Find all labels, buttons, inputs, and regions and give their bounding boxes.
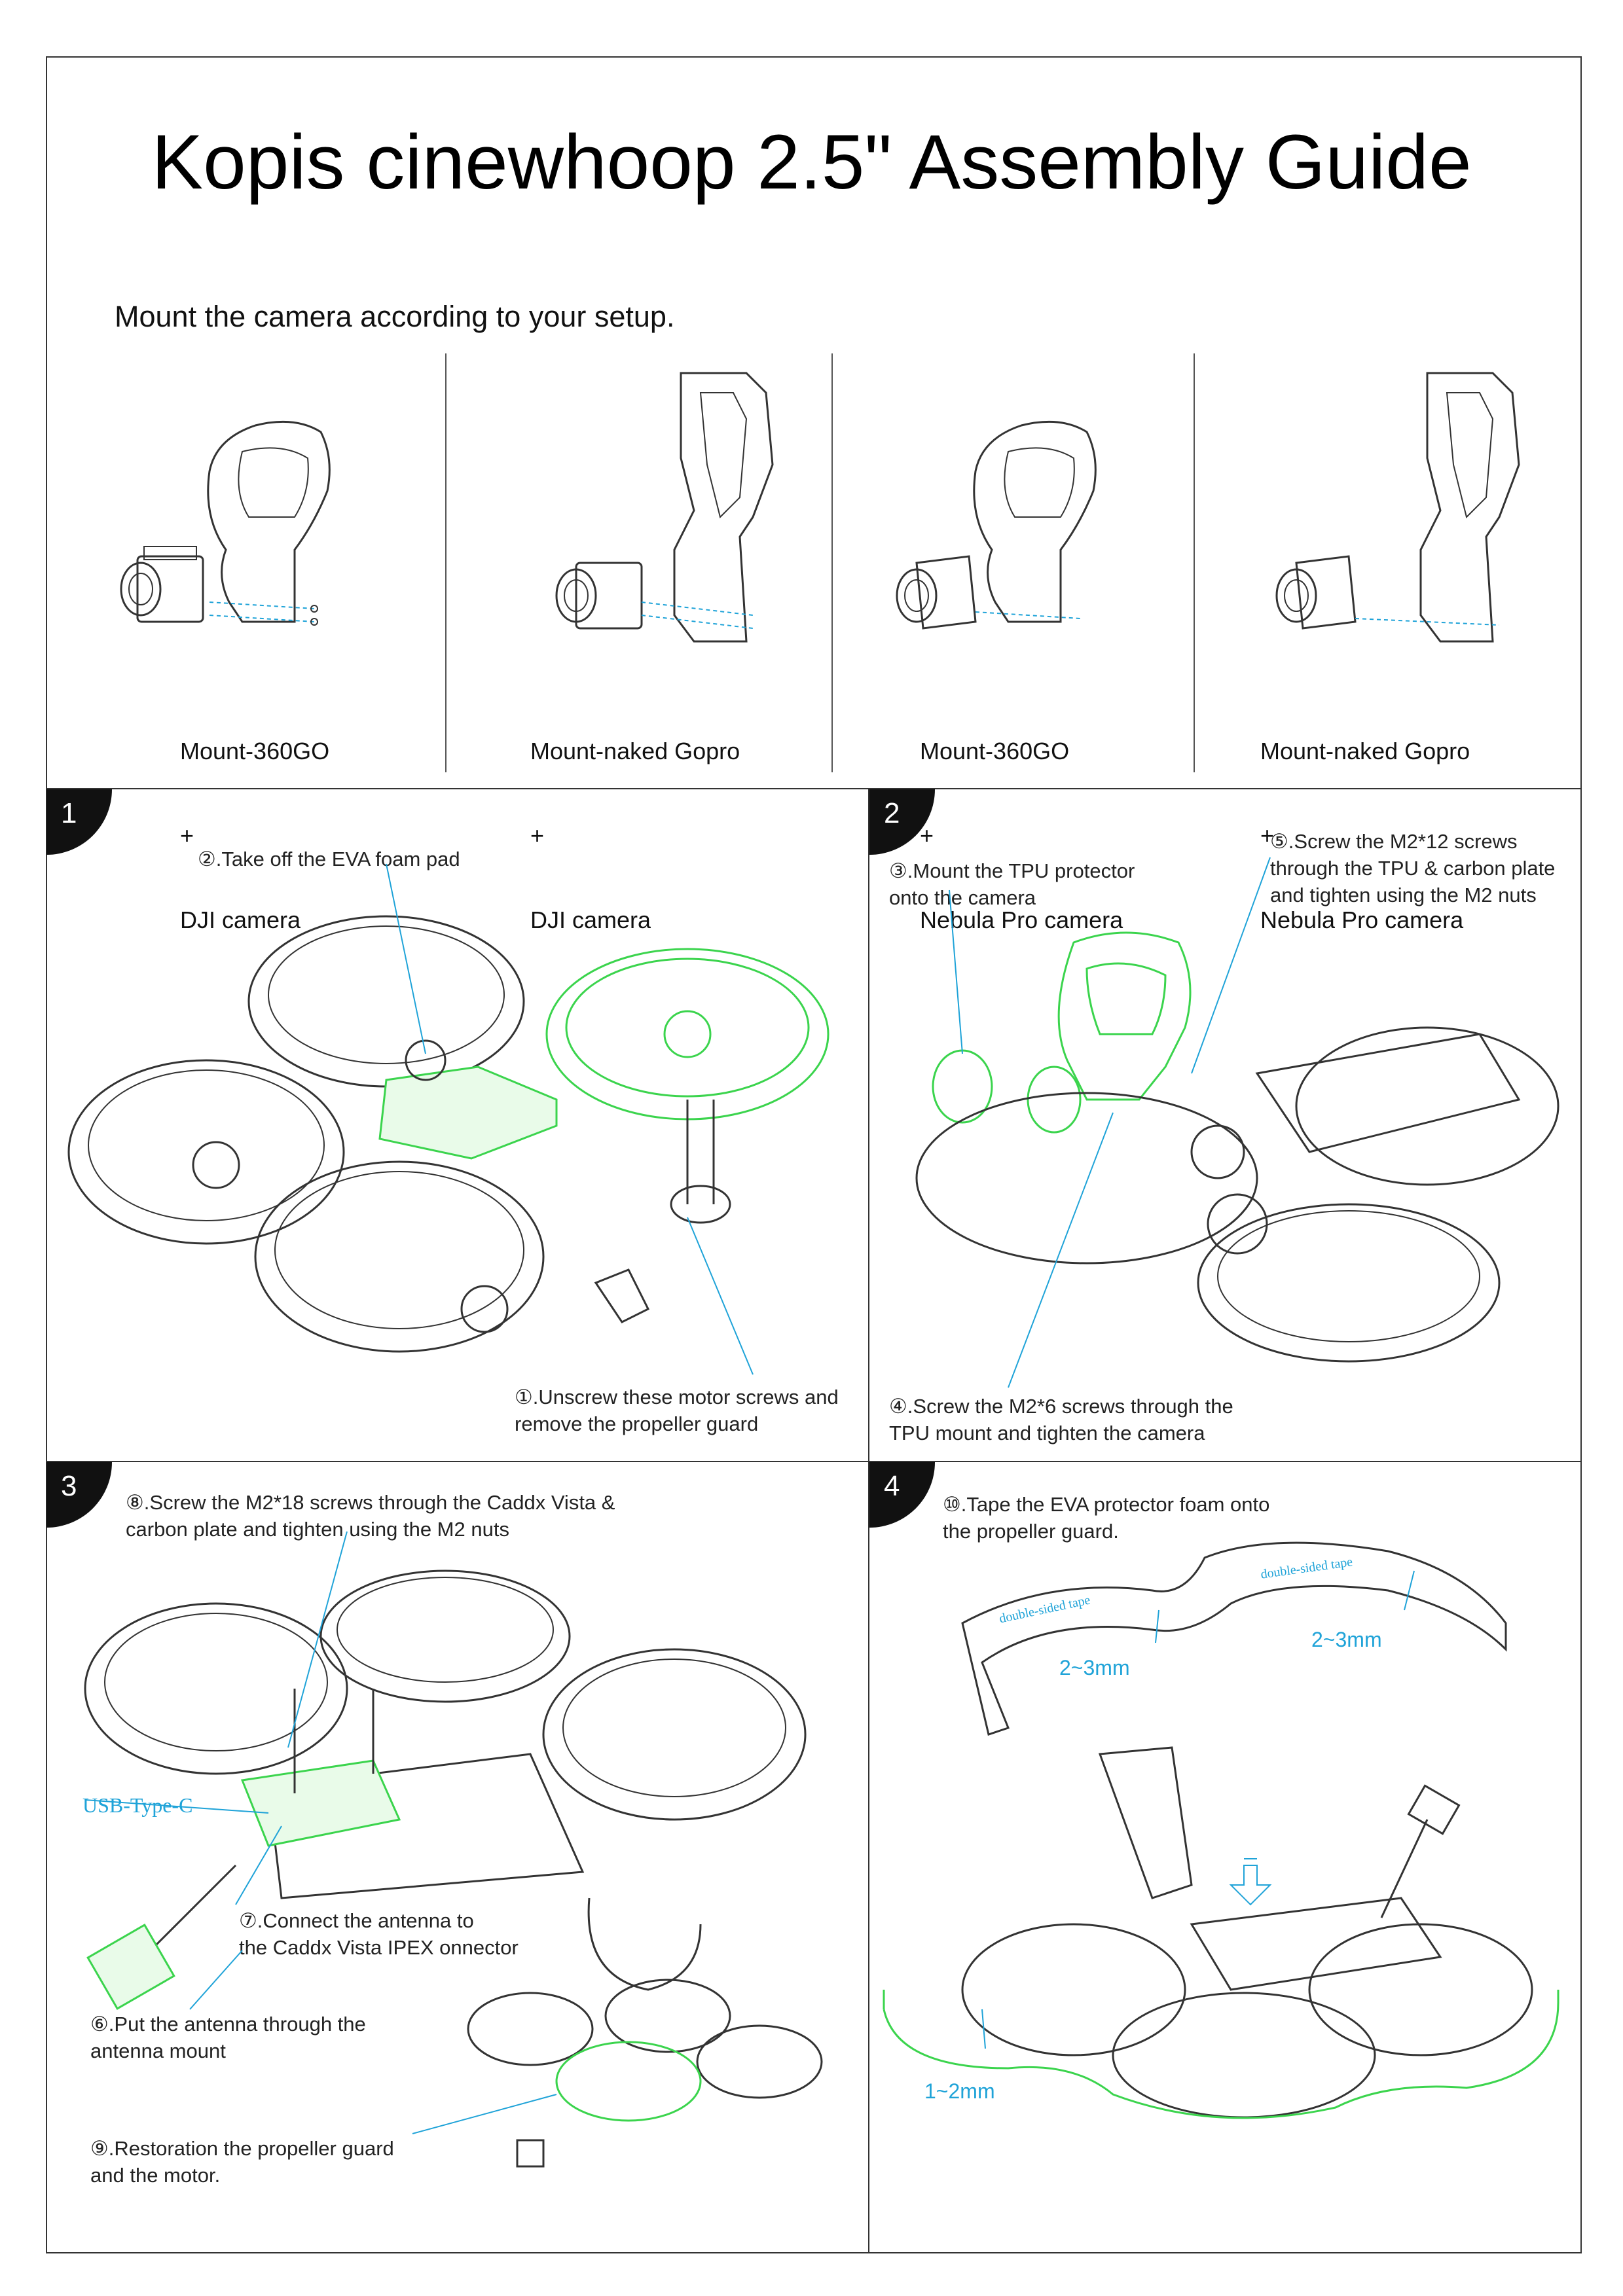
camera-option-plus: + (920, 822, 934, 849)
step3-note-6: ⑥.Put the antenna through the antenna mo… (90, 2013, 366, 2062)
step-number: 3 (61, 1470, 77, 1502)
step3-drone-illustration (84, 1531, 823, 2168)
dimension-label: 2~3mm (1059, 1656, 1130, 1679)
camera-option-4: Mount-naked Gopro + Nebula Pro camera (1260, 681, 1470, 962)
camera-option-2: Mount-naked Gopro + DJI camera (530, 681, 740, 962)
divider (1194, 353, 1195, 772)
intro-text: Mount the camera according to your setup… (115, 300, 675, 333)
camera-option-mount: Mount-naked Gopro (1260, 738, 1470, 764)
step2-drone-illustration (915, 857, 1559, 1388)
page-title: Kopis cinewhoop 2.5" Assembly Guide (151, 119, 1472, 206)
camera-option-camera: DJI camera (180, 906, 301, 933)
camera-option-plus: + (530, 822, 545, 849)
step-number: 1 (61, 797, 77, 829)
camera-option-mount: Mount-360GO (180, 738, 330, 764)
usb-type-c-label: USB-Type-C (82, 1793, 193, 1817)
camera-mount-illustration-1 (120, 420, 331, 626)
camera-option-plus: + (180, 822, 194, 849)
camera-option-camera: DJI camera (530, 906, 651, 933)
step4-drone-illustration (883, 1541, 1559, 2119)
step2-note-4: ④.Screw the M2*6 screws through the TPU … (889, 1395, 1233, 1444)
step1-note-1: ①.Unscrew these motor screws and remove … (515, 1386, 839, 1435)
section-divider (46, 1461, 1582, 1462)
camera-option-1: Mount-360GO + DJI camera (180, 681, 329, 962)
section-divider (868, 788, 869, 2253)
divider (831, 353, 833, 772)
camera-mount-illustration-4 (1275, 372, 1520, 643)
step3-note-8: ⑧.Screw the M2*18 screws through the Cad… (126, 1491, 615, 1541)
camera-option-camera: Nebula Pro camera (1260, 906, 1464, 933)
section-divider (46, 788, 1582, 789)
camera-mount-illustration-3 (896, 420, 1097, 630)
step-number: 4 (884, 1470, 900, 1502)
step3-note-7: ⑦.Connect the antenna to the Caddx Vista… (239, 1909, 519, 1959)
step3-note-9: ⑨.Restoration the propeller guard and th… (90, 2137, 394, 2187)
step4-note-10: ⑩.Tape the EVA protector foam onto the p… (943, 1493, 1270, 1543)
step-number: 2 (884, 797, 900, 829)
camera-option-3: Mount-360GO + Nebula Pro camera (920, 681, 1123, 962)
camera-option-mount: Mount-360GO (920, 738, 1070, 764)
camera-option-camera: Nebula Pro camera (920, 906, 1123, 933)
dimension-label: 2~3mm (1311, 1628, 1382, 1651)
step2-note-3: ③.Mount the TPU protector onto the camer… (889, 859, 1135, 909)
dimension-label: 1~2mm (924, 2079, 995, 2103)
divider (445, 353, 447, 772)
step-badge-1: 1 (46, 789, 112, 855)
step1-note-2: ②.Take off the EVA foam pad (198, 848, 460, 870)
camera-option-plus: + (1260, 822, 1275, 849)
page-frame (46, 56, 1582, 2253)
camera-option-mount: Mount-naked Gopro (530, 738, 740, 764)
camera-mount-illustration-2 (555, 372, 774, 643)
step2-note-5: ⑤.Screw the M2*12 screws through the TPU… (1270, 830, 1556, 906)
step1-drone-illustration (67, 863, 830, 1375)
